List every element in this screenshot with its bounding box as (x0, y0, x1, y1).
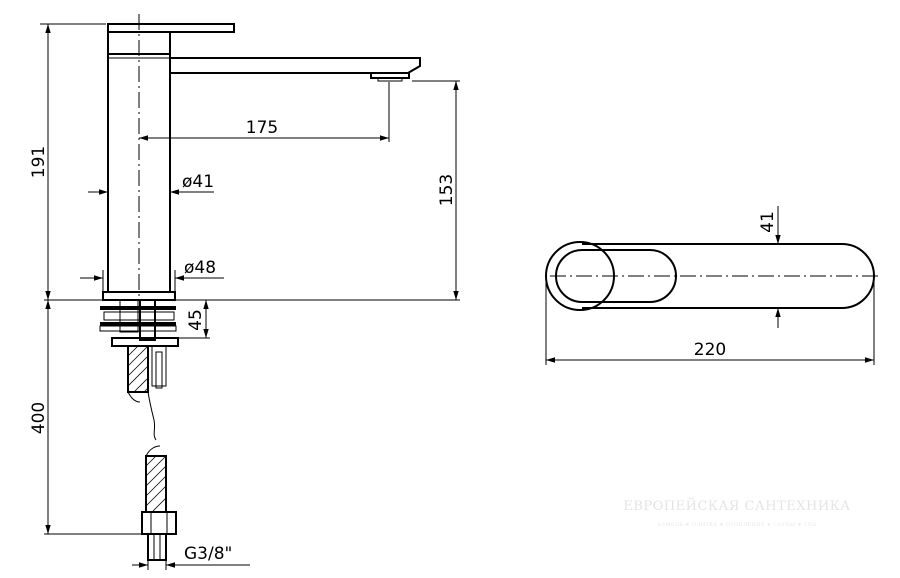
dim-handle-width: 41 (758, 206, 781, 328)
dim-base-diameter-label: ø48 (184, 258, 216, 278)
dim-overall-height: 191 (29, 23, 106, 300)
side-view: 191 400 175 153 ø41 (29, 14, 460, 570)
dim-hose-length: 400 (29, 300, 142, 535)
dim-deck-thickness-label: 45 (186, 309, 206, 331)
dim-deck-thickness: 45 (176, 300, 210, 339)
dim-body-diameter: ø41 (88, 172, 214, 195)
dim-top-length: 220 (545, 276, 875, 365)
aerator (370, 72, 410, 79)
top-view: 41 220 (545, 206, 878, 365)
dim-top-length-label: 220 (694, 340, 726, 360)
watermark-title: ЕВРОПЕЙСКАЯ САНТЕХНИКА (623, 497, 850, 514)
hex-connector (141, 511, 177, 535)
lever-handle (107, 23, 235, 33)
dim-spout-reach: 175 (139, 82, 390, 142)
watermark-subtitle: КАМЕНЬ ★ ПЛИТКА ★ ОТОПЛЕНИЕ ★ САУНЫ ★ СП… (657, 522, 817, 528)
dim-thread: G3/8" (132, 544, 250, 570)
watermark: ЕВРОПЕЙСКАЯ САНТЕХНИКА КАМЕНЬ ★ ПЛИТКА ★… (623, 497, 850, 528)
dim-spout-height-label: 153 (437, 174, 457, 206)
dim-hose-length-label: 400 (29, 402, 49, 434)
dim-spout-height: 153 (412, 80, 460, 300)
dim-body-diameter-label: ø41 (182, 172, 214, 192)
dim-handle-width-label: 41 (758, 211, 778, 233)
dim-base-diameter: ø48 (80, 258, 224, 292)
spout-arm (169, 57, 421, 74)
flex-hose-lower (145, 455, 167, 513)
dim-overall-height-label: 191 (29, 146, 49, 178)
dim-spout-reach-label: 175 (246, 118, 278, 138)
dim-thread-label: G3/8" (184, 544, 232, 564)
top-handle-outline (555, 249, 677, 303)
